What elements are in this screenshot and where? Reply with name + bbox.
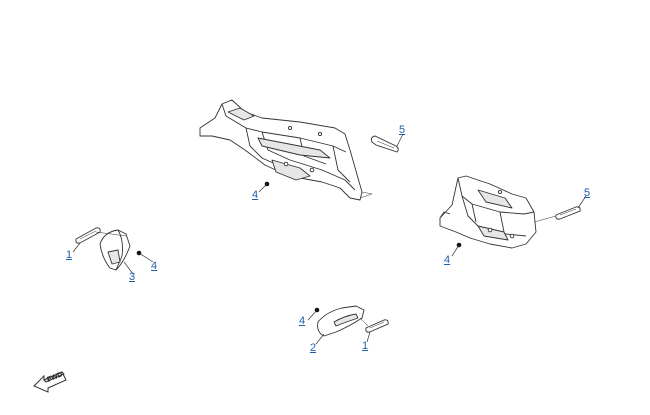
fwd-arrow-icon	[33, 371, 67, 393]
callout-1-left-pad[interactable]: 1	[66, 249, 73, 261]
callout-5-right-pad[interactable]: 5	[584, 187, 591, 199]
pad-part-1-left[interactable]	[75, 227, 101, 244]
callout-5-center-pad[interactable]: 5	[399, 124, 406, 136]
callout-3-clip[interactable]: 3	[129, 271, 136, 283]
clip-part-3[interactable]	[99, 229, 131, 271]
right-frame-bracket[interactable]	[439, 175, 537, 249]
pad-part-5-center[interactable]	[370, 135, 399, 153]
fastener-dots	[136, 181, 462, 313]
callout-4-bottom-fastener[interactable]: 4	[299, 315, 306, 327]
pad-part-1-bottom[interactable]	[365, 319, 389, 333]
pad-part-5-right[interactable]	[555, 206, 581, 220]
callout-2-clip[interactable]: 2	[310, 342, 317, 354]
leader-lines	[72, 133, 587, 345]
callout-4-right-fastener[interactable]: 4	[444, 254, 451, 266]
callout-4-center-fastener[interactable]: 4	[252, 189, 259, 201]
callout-1-bottom-pad[interactable]: 1	[362, 340, 369, 352]
center-frame-bracket[interactable]	[199, 99, 363, 201]
clip-part-2[interactable]	[317, 305, 365, 337]
callout-4-left-fastener[interactable]: 4	[151, 260, 158, 272]
